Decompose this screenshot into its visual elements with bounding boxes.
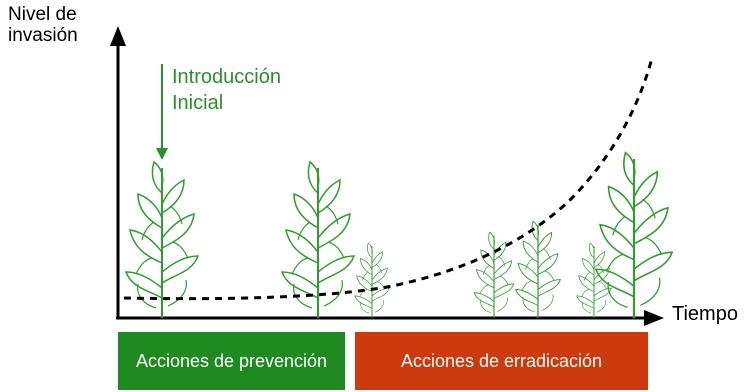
invasion-curve	[123, 57, 654, 301]
y-axis-arrowhead-icon	[110, 26, 126, 46]
eradication-actions-label: Acciones de erradicación	[400, 350, 603, 371]
plant-icon	[281, 161, 355, 319]
y-axis-label: Nivel de invasión	[8, 4, 78, 46]
plant-icon	[594, 151, 674, 320]
y-axis-label-line1: Nivel de	[8, 4, 77, 25]
introduction-annotation: Introducción Inicial	[172, 64, 281, 116]
eradication-bar-bg	[355, 332, 648, 390]
introduction-annotation-line2: Inicial	[172, 92, 224, 114]
x-axis-label: Tiempo	[672, 303, 738, 325]
plant-icon	[576, 242, 612, 319]
y-axis-label-line2: invasión	[8, 25, 78, 46]
down-arrow-icon	[156, 148, 168, 160]
plant-icon	[354, 242, 390, 319]
prevention-actions-label: Acciones de prevención	[135, 350, 328, 371]
x-axis-arrowhead-icon	[644, 310, 664, 326]
prevention-bar-bg	[118, 332, 345, 390]
plant-icon	[125, 161, 199, 319]
introduction-annotation-line1: Introducción	[172, 66, 281, 88]
